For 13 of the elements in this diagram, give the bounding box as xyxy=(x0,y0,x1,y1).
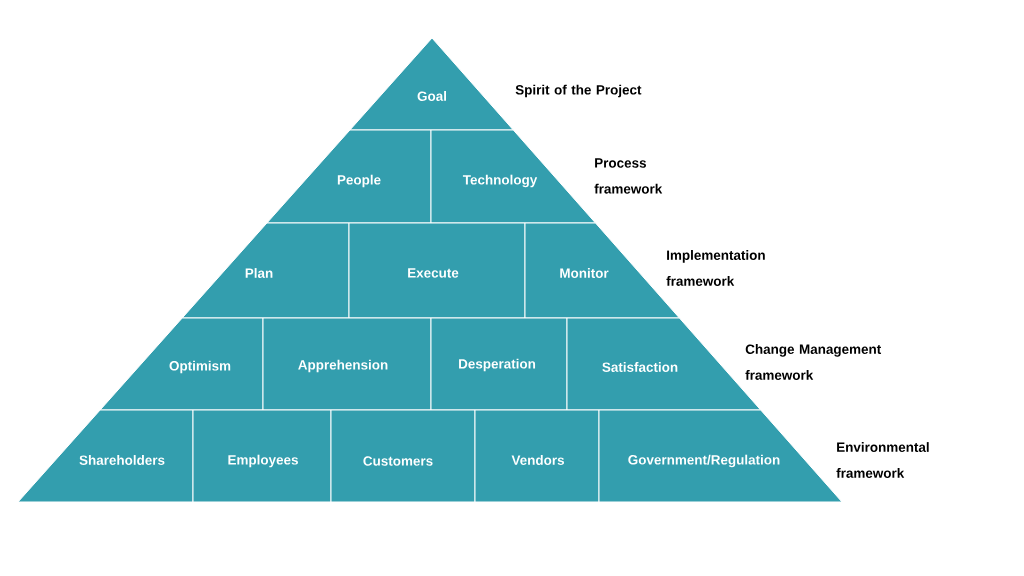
pyramid-cell: Shareholders xyxy=(17,409,194,503)
pyramid-cell: Customers xyxy=(330,409,476,503)
pyramid-cell: Goal xyxy=(349,37,514,131)
pyramid-cell: Optimism xyxy=(99,317,264,411)
pyramid-cell: Employees xyxy=(192,409,332,503)
pyramid-cell: Apprehension xyxy=(262,317,432,411)
pyramid-cell: Desperation xyxy=(430,317,568,411)
pyramid-cell: Plan xyxy=(181,222,350,319)
tier-label: Spirit of the Project xyxy=(515,84,642,98)
pyramid-cell: Execute xyxy=(348,222,526,319)
tier-label: Process framework xyxy=(594,158,663,194)
pyramid-cell: Vendors xyxy=(474,409,600,503)
pyramid-cell: People xyxy=(266,129,432,224)
